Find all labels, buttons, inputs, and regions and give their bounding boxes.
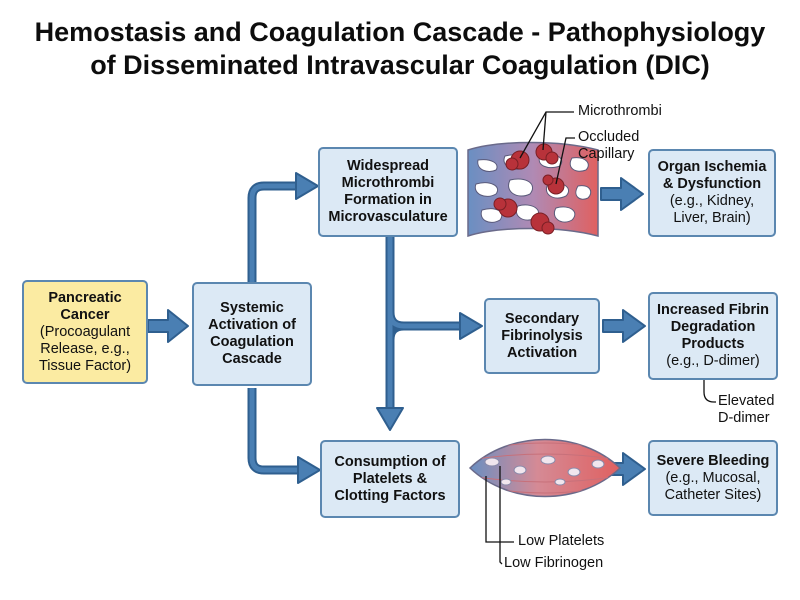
node-text: Microvasculature	[328, 209, 448, 225]
arrow-heads	[295, 172, 483, 484]
node-text: Systemic	[220, 300, 284, 316]
node-pancreatic-cancer: Pancreatic Cancer (Procoagulant Release,…	[22, 280, 148, 384]
title-line-1: Hemostasis and Coagulation Cascade - Pat…	[34, 17, 766, 47]
node-text: Activation	[506, 344, 578, 361]
node-severe-bleeding: Severe Bleeding (e.g., Mucosal, Catheter…	[648, 440, 778, 516]
node-text: Release, e.g.,	[40, 340, 130, 357]
node-text: Pancreatic	[48, 289, 122, 306]
arrow-cancer-to-activation	[147, 309, 189, 343]
microvasculature-illustration	[467, 141, 599, 238]
arrowhead-fibrinolysis	[459, 312, 483, 340]
node-secondary-fibrinolysis: Secondary Fibrinolysis Activation	[484, 298, 600, 374]
node-text: Catheter Sites)	[664, 486, 762, 503]
node-text: (e.g., D-dimer)	[666, 353, 760, 369]
label-occluded: Occluded	[578, 129, 640, 145]
label-d-dimer: D-dimer	[718, 410, 770, 426]
node-text: Widespread	[346, 158, 430, 174]
node-systemic-activation: Systemic Activation of Coagulation Casca…	[192, 282, 312, 386]
node-text: (Procoagulant	[39, 323, 131, 340]
node-text: Severe Bleeding	[656, 452, 770, 469]
annotation-leaders-top	[519, 111, 575, 185]
node-text: Coagulation	[210, 334, 294, 350]
node-text: Microthrombi	[341, 175, 435, 191]
node-text: Formation in	[344, 192, 432, 208]
label-elevated: Elevated	[718, 393, 775, 409]
label-low-fibrinogen: Low Fibrinogen	[504, 555, 604, 571]
node-text: (e.g., Mucosal,	[665, 469, 761, 486]
node-fibrin-degradation: Increased Fibrin Degradation Products (e…	[648, 292, 778, 380]
arrow-to-microthrombi	[247, 181, 298, 282]
annotation-leader-ddimer	[703, 380, 716, 403]
node-text: Products	[681, 336, 745, 352]
blood-cells	[484, 455, 605, 486]
blood-vessel-illustration	[468, 438, 622, 498]
node-text: Tissue Factor)	[38, 357, 132, 374]
label-microthrombi: Microthrombi	[578, 103, 662, 119]
node-text: Cascade	[222, 351, 282, 367]
arrowhead-down-consumption	[376, 407, 404, 431]
label-low-platelets: Low Platelets	[518, 533, 605, 549]
title-line-2: of Disseminated Intravascular Coagulatio…	[90, 50, 710, 80]
node-text: Activation of	[208, 317, 296, 333]
diagram-title: Hemostasis and Coagulation Cascade - Pat…	[0, 16, 800, 82]
node-text: Secondary	[504, 310, 580, 327]
node-text: Degradation	[670, 319, 756, 335]
node-widespread-microthrombi: Widespread Microthrombi Formation in Mic…	[318, 147, 458, 237]
node-text: Consumption of	[334, 453, 446, 470]
arrow-to-fibrinolysis	[385, 236, 462, 331]
arrow-to-ischemia	[600, 177, 644, 211]
node-text: Liver, Brain)	[673, 210, 751, 226]
node-consumption: Consumption of Platelets & Clotting Fact…	[320, 440, 460, 518]
node-text: Fibrinolysis	[501, 327, 583, 344]
node-organ-ischemia: Organ Ischemia & Dysfunction (e.g., Kidn…	[648, 149, 776, 237]
arrow-to-fdp	[602, 309, 646, 343]
label-capillary: Capillary	[578, 146, 635, 162]
node-text: Cancer	[60, 306, 110, 323]
clot-icons	[493, 143, 565, 235]
annotation-leaders-bottom	[485, 466, 514, 565]
arrow-to-consumption	[247, 388, 300, 475]
node-text: Clotting Factors	[334, 487, 446, 504]
arrowhead-microthrombi	[295, 172, 319, 200]
node-text: Organ Ischemia	[657, 159, 767, 175]
node-text: Platelets &	[352, 470, 428, 487]
node-text: (e.g., Kidney,	[669, 193, 755, 209]
node-text: & Dysfunction	[662, 176, 762, 192]
arrowhead-consumption	[297, 456, 321, 484]
node-text: Increased Fibrin	[656, 302, 769, 318]
